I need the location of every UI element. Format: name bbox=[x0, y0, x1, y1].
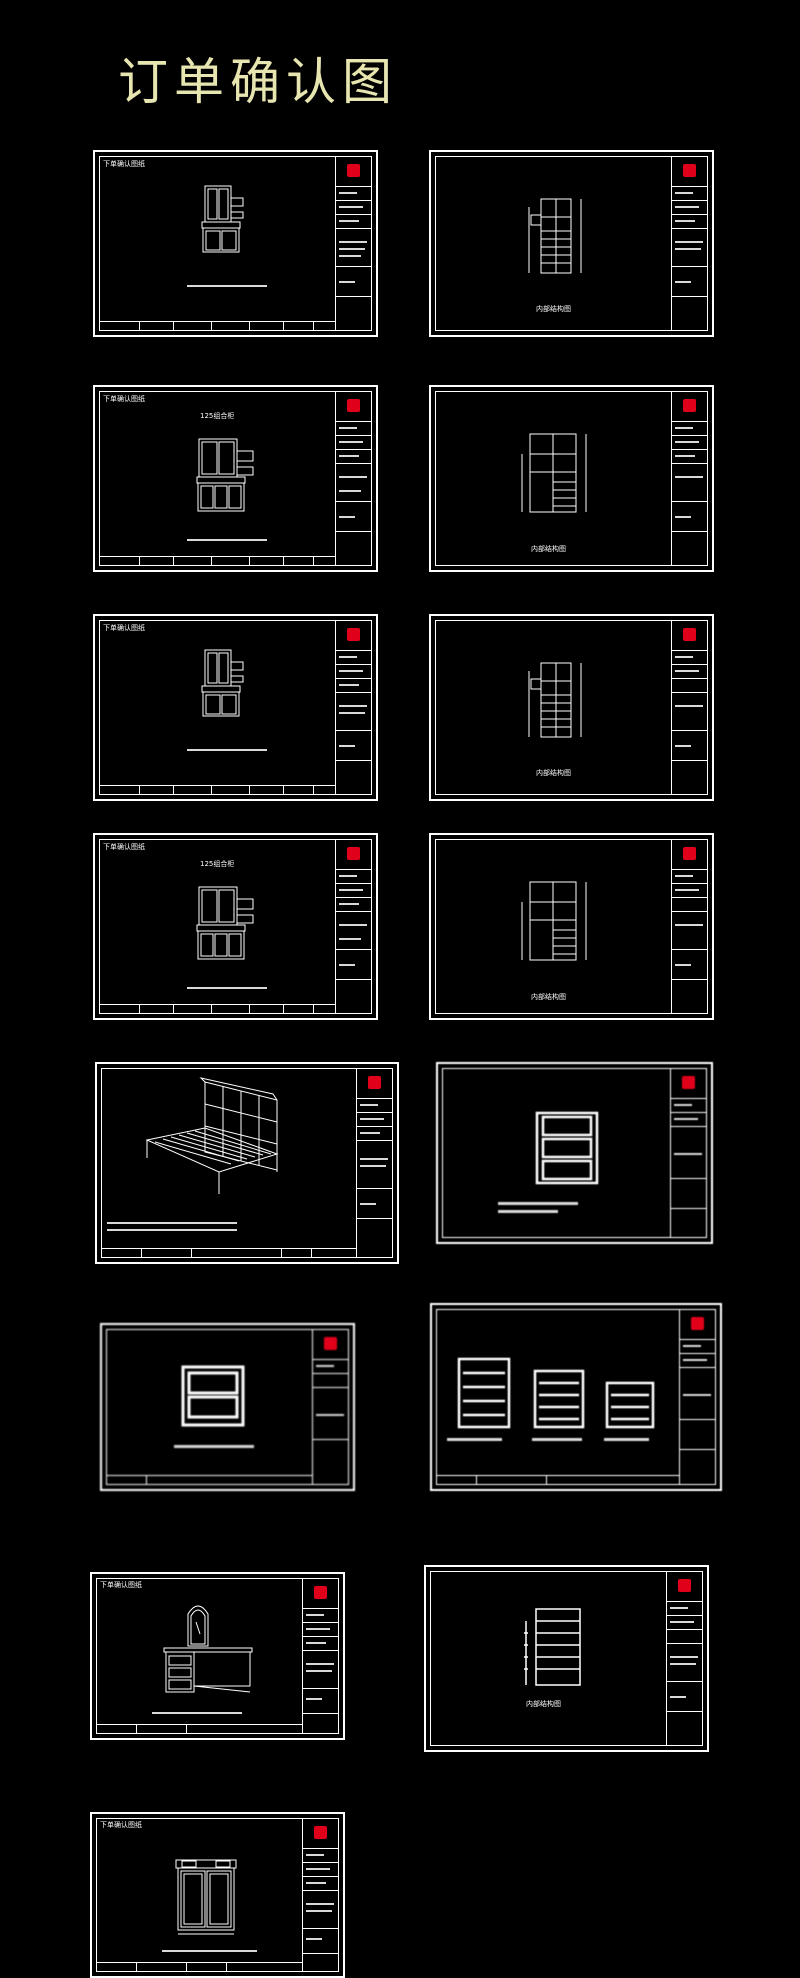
sheet-header: 下单确认图纸 bbox=[100, 1581, 142, 1589]
title-block bbox=[302, 1578, 339, 1734]
cabinet-drawing bbox=[196, 438, 254, 512]
chest-drawer-drawing bbox=[535, 1111, 599, 1185]
sheet-header: 下单确认图纸 bbox=[103, 624, 145, 632]
brand-logo-icon bbox=[368, 1076, 381, 1089]
drawing-sheet-10[interactable] bbox=[436, 1062, 713, 1244]
title-block bbox=[335, 620, 372, 795]
title-block bbox=[671, 620, 708, 795]
title-block bbox=[666, 1571, 703, 1746]
brand-logo-icon bbox=[683, 847, 696, 860]
drawing-sheet-6[interactable]: 内部结构图 bbox=[429, 614, 714, 801]
brand-logo-icon bbox=[678, 1579, 691, 1592]
drawing-caption: 内部结构图 bbox=[526, 1700, 561, 1708]
sheet-header: 下单确认图纸 bbox=[103, 843, 145, 851]
title-block bbox=[302, 1818, 339, 1972]
brand-logo-icon bbox=[683, 399, 696, 412]
internal-structure-drawing bbox=[528, 198, 582, 274]
drawing-sheet-4[interactable]: 内部结构图 bbox=[429, 385, 714, 572]
brand-logo-icon bbox=[683, 628, 696, 641]
sheet-header: 下单确认图纸 bbox=[100, 1821, 142, 1829]
brand-logo-icon bbox=[691, 1317, 704, 1330]
drawing-caption: 内部结构图 bbox=[531, 545, 566, 553]
title-block bbox=[671, 839, 708, 1014]
cabinet-drawing bbox=[201, 185, 244, 253]
title-block bbox=[312, 1329, 349, 1485]
drawing-sheet-3[interactable]: 下单确认图纸 125组合柜 bbox=[93, 385, 378, 572]
brand-logo-icon bbox=[314, 1826, 327, 1839]
drawing-sheet-15[interactable]: 下单确认图纸 bbox=[90, 1812, 345, 1978]
drawing-sheet-12[interactable] bbox=[430, 1303, 722, 1491]
drawing-sheet-9[interactable] bbox=[95, 1062, 399, 1264]
brand-logo-icon bbox=[347, 628, 360, 641]
page-title: 订单确认图 bbox=[118, 53, 398, 111]
drawing-sheet-7[interactable]: 下单确认图纸 125组合柜 bbox=[93, 833, 378, 1020]
double-door-cabinet-drawing bbox=[175, 1859, 237, 1935]
chest-set-drawing bbox=[457, 1357, 655, 1429]
title-block bbox=[335, 156, 372, 331]
drawing-sheet-11[interactable] bbox=[100, 1323, 355, 1491]
internal-structure-drawing bbox=[521, 881, 587, 961]
title-block bbox=[670, 1068, 707, 1238]
sheet-subtitle: 125组合柜 bbox=[200, 412, 235, 420]
drawing-sheet-1[interactable]: 下单确认图纸 bbox=[93, 150, 378, 337]
title-block bbox=[335, 839, 372, 1014]
brand-logo-icon bbox=[683, 164, 696, 177]
sheet-header: 下单确认图纸 bbox=[103, 395, 145, 403]
sheet-header: 下单确认图纸 bbox=[103, 160, 145, 168]
title-block bbox=[671, 391, 708, 566]
cabinet-drawing bbox=[196, 886, 254, 960]
title-block bbox=[356, 1068, 393, 1258]
drawing-caption: 内部结构图 bbox=[536, 769, 571, 777]
drawing-sheet-8[interactable]: 内部结构图 bbox=[429, 833, 714, 1020]
nightstand-drawing bbox=[181, 1365, 245, 1427]
brand-logo-icon bbox=[347, 164, 360, 177]
drawing-sheet-14[interactable]: 内部结构图 bbox=[424, 1565, 709, 1752]
brand-logo-icon bbox=[682, 1076, 695, 1089]
internal-structure-drawing bbox=[524, 1608, 581, 1686]
drawing-sheet-5[interactable]: 下单确认图纸 bbox=[93, 614, 378, 801]
sheet-subtitle: 125组合柜 bbox=[200, 860, 235, 868]
brand-logo-icon bbox=[314, 1586, 327, 1599]
cabinet-drawing bbox=[201, 649, 244, 717]
title-block bbox=[679, 1309, 716, 1485]
title-block bbox=[335, 391, 372, 566]
bed-drawing bbox=[145, 1077, 279, 1194]
drawing-sheet-2[interactable]: 内部结构图 bbox=[429, 150, 714, 337]
brand-logo-icon bbox=[347, 399, 360, 412]
brand-logo-icon bbox=[324, 1337, 337, 1350]
drawing-sheet-13[interactable]: 下单确认图纸 bbox=[90, 1572, 345, 1740]
brand-logo-icon bbox=[347, 847, 360, 860]
internal-structure-drawing bbox=[528, 662, 582, 738]
drawing-caption: 内部结构图 bbox=[531, 993, 566, 1001]
dresser-mirror-drawing bbox=[163, 1605, 253, 1693]
drawing-caption: 内部结构图 bbox=[536, 305, 571, 313]
internal-structure-drawing bbox=[521, 433, 587, 513]
title-block bbox=[671, 156, 708, 331]
